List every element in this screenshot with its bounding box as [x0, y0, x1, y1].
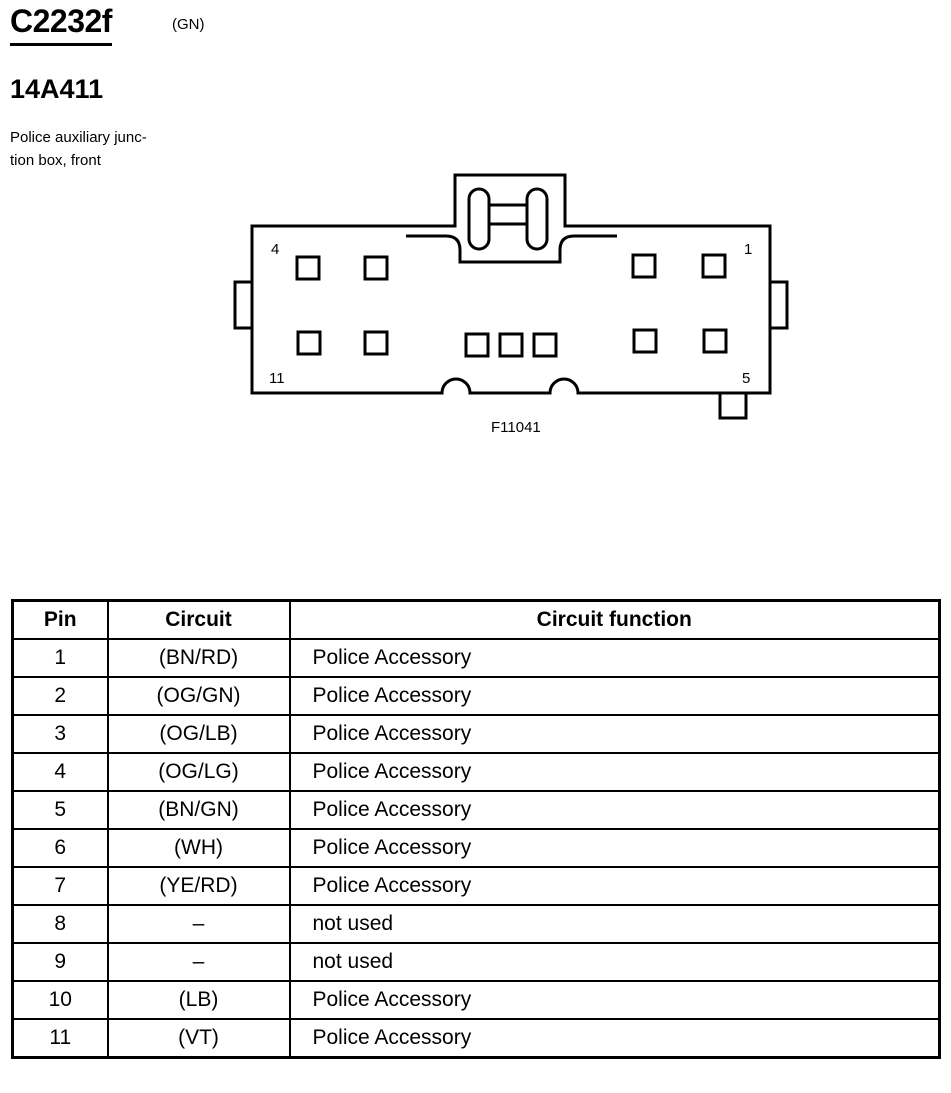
table-row: 10 (LB) Police Accessory — [11, 980, 941, 1020]
circuit-cell: (LB) — [106, 980, 291, 1020]
circuit-cell: – — [106, 942, 291, 982]
table-row: 5 (BN/GN) Police Accessory — [11, 790, 941, 830]
pin-cell: 1 — [11, 638, 109, 678]
figure-id: F11041 — [491, 419, 541, 436]
circuit-cell: (OG/LB) — [106, 714, 291, 754]
pin-cavity-8 — [498, 332, 524, 358]
circuit-cell: (BN/RD) — [106, 638, 291, 678]
pin-cavity-7 — [532, 332, 558, 358]
pin-cell: 3 — [11, 714, 109, 754]
circuit-cell: – — [106, 904, 291, 944]
pin-cavity-2 — [631, 253, 657, 279]
connector-color-code: (GN) — [172, 16, 205, 33]
latch-inner-frame — [406, 234, 617, 264]
connector-description: Police auxiliary junc- tion box, front — [10, 126, 147, 172]
pin-cavity-6 — [632, 328, 658, 354]
function-cell: not used — [288, 904, 941, 944]
table-row: 6 (WH) Police Accessory — [11, 828, 941, 868]
connector-id: C2232f — [10, 2, 112, 46]
function-cell: Police Accessory — [288, 828, 941, 868]
pin-cavity-9 — [464, 332, 490, 358]
description-line-2: tion box, front — [10, 152, 101, 169]
pin-cavity-11 — [296, 330, 322, 356]
pin-label-top-left: 4 — [271, 241, 279, 258]
function-cell: not used — [288, 942, 941, 982]
table-row: 2 (OG/GN) Police Accessory — [11, 676, 941, 716]
pin-cell: 8 — [11, 904, 109, 944]
circuit-cell: (YE/RD) — [106, 866, 291, 906]
table-row: 8 – not used — [11, 904, 941, 944]
pin-cavity-3 — [363, 255, 389, 281]
connector-body-outline — [250, 173, 772, 395]
function-cell: Police Accessory — [288, 980, 941, 1020]
part-number: 14A411 — [10, 74, 104, 104]
function-cell: Police Accessory — [288, 676, 941, 716]
pin-cell: 6 — [11, 828, 109, 868]
pin-cavity-1 — [701, 253, 727, 279]
side-tab-left — [233, 280, 254, 330]
pin-cell: 4 — [11, 752, 109, 792]
function-cell: Police Accessory — [288, 714, 941, 754]
table-row: 1 (BN/RD) Police Accessory — [11, 638, 941, 678]
table-row: 3 (OG/LB) Police Accessory — [11, 714, 941, 754]
table-row: 11 (VT) Police Accessory — [11, 1018, 941, 1059]
function-cell: Police Accessory — [288, 1018, 941, 1059]
table-header-row: Pin Circuit Circuit function — [11, 599, 941, 640]
pin-cavity-10 — [363, 330, 389, 356]
polarization-key — [718, 393, 748, 420]
pin-cell: 10 — [11, 980, 109, 1020]
pin-cell: 5 — [11, 790, 109, 830]
pin-cavity-4 — [295, 255, 321, 281]
circuit-cell: (VT) — [106, 1018, 291, 1059]
function-cell: Police Accessory — [288, 638, 941, 678]
pin-cavity-5 — [702, 328, 728, 354]
pinout-table: Pin Circuit Circuit function 1 (BN/RD) P… — [11, 599, 941, 1059]
latch-bar-right — [525, 187, 549, 251]
description-line-1: Police auxiliary junc- — [10, 129, 147, 146]
latch-bar-left — [467, 187, 491, 251]
header-pin: Pin — [11, 599, 109, 640]
pin-cell: 2 — [11, 676, 109, 716]
pin-label-top-right: 1 — [744, 241, 752, 258]
table-row: 9 – not used — [11, 942, 941, 982]
pin-label-bottom-right: 5 — [742, 370, 750, 387]
header-circuit: Circuit — [106, 599, 291, 640]
function-cell: Police Accessory — [288, 790, 941, 830]
table-row: 4 (OG/LG) Police Accessory — [11, 752, 941, 792]
function-cell: Police Accessory — [288, 866, 941, 906]
connector-face-diagram: 4 1 11 5 F11041 — [233, 173, 789, 436]
circuit-cell: (WH) — [106, 828, 291, 868]
pin-label-bottom-left: 11 — [269, 370, 285, 387]
table-row: 7 (YE/RD) Police Accessory — [11, 866, 941, 906]
circuit-cell: (OG/LG) — [106, 752, 291, 792]
pin-cell: 9 — [11, 942, 109, 982]
circuit-cell: (OG/GN) — [106, 676, 291, 716]
function-cell: Police Accessory — [288, 752, 941, 792]
side-tab-right — [768, 280, 789, 330]
pin-cell: 11 — [11, 1018, 109, 1059]
header-circuit-function: Circuit function — [288, 599, 941, 640]
circuit-cell: (BN/GN) — [106, 790, 291, 830]
pin-cell: 7 — [11, 866, 109, 906]
